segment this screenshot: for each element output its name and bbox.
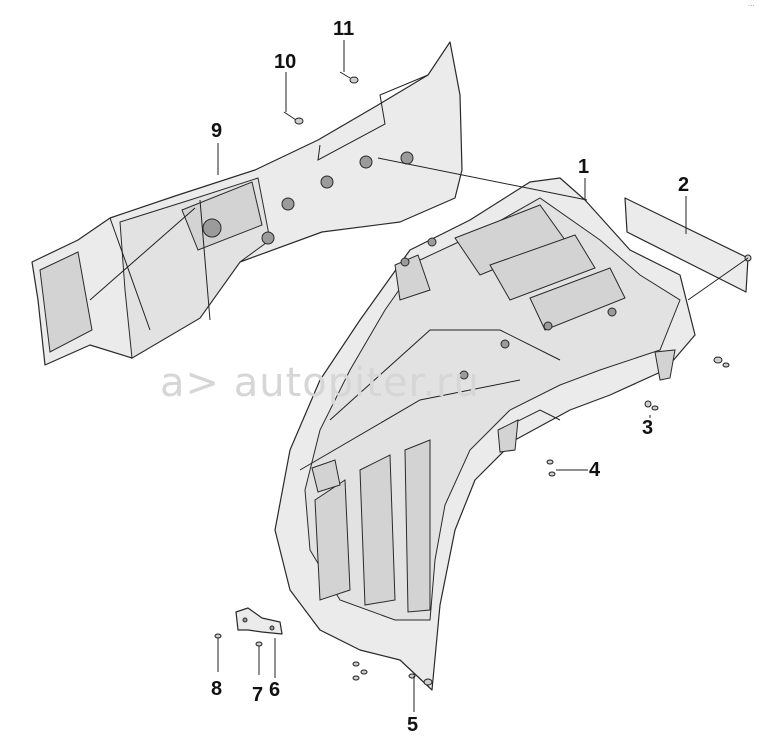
callout-6: 6 (269, 679, 280, 701)
fastener-5 (352, 661, 433, 686)
part-9-shield (31, 41, 463, 366)
callout-7: 7 (252, 684, 263, 706)
callout-10: 10 (274, 51, 296, 73)
fastener-10 (283, 111, 304, 125)
callout-leaders (217, 40, 749, 712)
fastener-4 (546, 459, 556, 477)
callout-8: 8 (211, 678, 222, 700)
callout-3: 3 (642, 417, 653, 439)
callout-1: 1 (578, 156, 589, 178)
fastener-8 (214, 633, 222, 672)
callout-11: 11 (333, 18, 354, 40)
fastener-11 (339, 71, 359, 84)
part-1-wheel-arch-liner (274, 177, 696, 691)
callout-4: 4 (589, 459, 601, 481)
callout-2: 2 (678, 174, 689, 196)
fastener-7 (255, 641, 263, 675)
callout-9: 9 (211, 120, 222, 142)
corner-mark: ··· (748, 2, 755, 10)
fastener-3 (644, 356, 730, 411)
watermark: a> autopiter.ru (160, 360, 480, 406)
part-6-bracket (235, 607, 283, 635)
callout-5: 5 (407, 714, 418, 736)
